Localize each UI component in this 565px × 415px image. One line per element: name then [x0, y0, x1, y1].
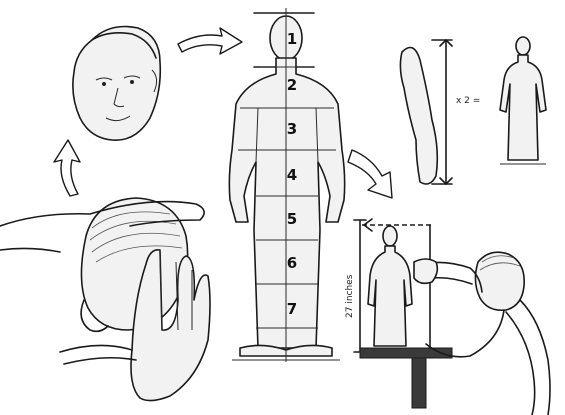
height-label: 27 inches [345, 274, 355, 318]
segment-number: 4 [287, 166, 297, 184]
segment-number: 5 [287, 210, 297, 228]
segment-number: 1 [287, 30, 297, 48]
curved-arrow-icon [178, 28, 242, 54]
head-icon [475, 252, 524, 310]
head-portrait [73, 27, 160, 141]
segment-number: 7 [287, 300, 297, 318]
arm-multiplier-label: x 2 = [456, 96, 480, 106]
hand-measuring-head [0, 198, 210, 401]
measuring-stand-scene: 27 inches [345, 219, 550, 415]
curved-arrow-icon [54, 140, 80, 196]
small-standing-figure [500, 37, 546, 164]
arm-measure: x 2 = [400, 40, 480, 184]
segment-number: 3 [287, 120, 297, 138]
segment-number: 2 [287, 76, 297, 94]
segmented-figure: 1 2 3 4 5 6 7 [229, 8, 344, 362]
curved-arrow-icon [348, 150, 392, 198]
segment-number: 6 [287, 254, 297, 272]
